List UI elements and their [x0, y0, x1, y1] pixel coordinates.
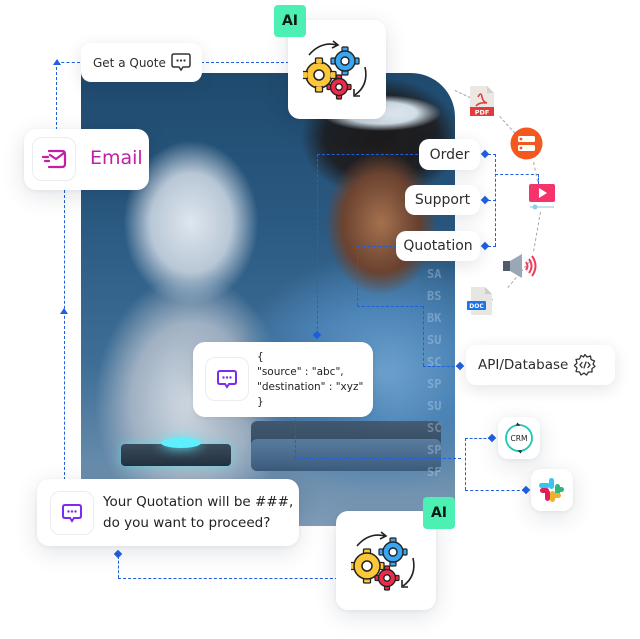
json-payload-card: { "source" : "abc", "destination" : "xyz…: [193, 342, 373, 417]
code-gear-icon: [573, 353, 597, 381]
email-channel-card[interactable]: Email: [24, 129, 149, 190]
speaker-icon: [502, 252, 538, 280]
api-database-label: API/Database: [478, 357, 569, 373]
svg-text:PDF: PDF: [475, 109, 490, 117]
chat-icon-box: [205, 357, 249, 401]
gears-automation-icon: [300, 38, 376, 106]
pdf-file-icon: PDF: [469, 85, 495, 117]
email-icon-box: [32, 137, 76, 181]
ai-badge-top: AI: [274, 5, 306, 37]
slack-icon: [539, 478, 564, 502]
ai-automation-node-bottom[interactable]: [336, 511, 436, 610]
intent-order[interactable]: Order: [419, 139, 480, 170]
doc-file-icon: DOC: [467, 286, 493, 316]
email-send-icon: [41, 149, 67, 169]
server-icon: [510, 127, 543, 160]
slack-integration[interactable]: [531, 469, 573, 511]
svg-text:CRM: CRM: [511, 434, 528, 443]
intent-quotation-label: Quotation: [403, 238, 473, 254]
get-quote-label: Get a Quote: [93, 55, 166, 70]
json-payload-text: { "source" : "abc", "destination" : "xyz…: [257, 351, 364, 408]
ai-automation-node-top[interactable]: [288, 20, 386, 119]
email-label: Email: [90, 147, 143, 169]
svg-text:DOC: DOC: [469, 303, 484, 310]
crm-icon: CRM: [505, 422, 533, 454]
intent-support[interactable]: Support: [405, 185, 480, 215]
intent-support-label: Support: [414, 192, 471, 208]
chat-icon-box: [50, 491, 94, 535]
chat-bubble-icon: [170, 51, 192, 76]
video-player-icon: [528, 183, 556, 211]
keyboard-device: [251, 421, 441, 471]
get-quote-button[interactable]: Get a Quote: [81, 43, 202, 82]
holographic-glow: [161, 438, 201, 448]
intent-order-label: Order: [429, 146, 470, 163]
touch-pad-device: [121, 444, 231, 466]
chat-bubble-icon: [217, 370, 237, 389]
quotation-reply-card: Your Quotation will be ###, do you want …: [37, 479, 299, 546]
api-database-card[interactable]: API/Database: [466, 345, 615, 385]
intent-quotation[interactable]: Quotation: [396, 231, 480, 261]
gears-automation-icon: [348, 529, 424, 597]
crm-integration[interactable]: CRM: [498, 417, 540, 459]
chat-bubble-icon: [62, 504, 82, 523]
quotation-reply-text: Your Quotation will be ###, do you want …: [103, 494, 294, 531]
ai-badge-bottom: AI: [423, 497, 455, 529]
